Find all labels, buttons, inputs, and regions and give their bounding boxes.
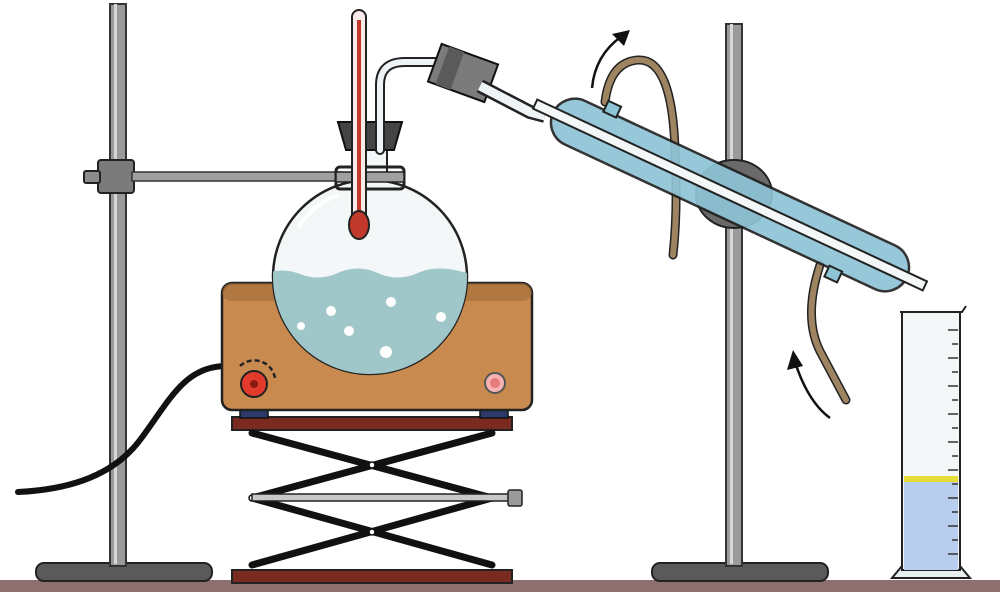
heater-knob [239, 359, 277, 398]
clamp-arm [131, 171, 343, 182]
retort-stand-left [35, 3, 343, 582]
stand-rod-right [725, 23, 743, 567]
arrow-icon-coolant-out [590, 34, 623, 89]
lab-jack [231, 416, 523, 584]
thermometer-fluid [357, 20, 361, 220]
jack-screw-rod [251, 493, 511, 502]
jack-screw-knob [507, 489, 523, 507]
distillate-meniscus [904, 476, 958, 482]
retort-stand-right [651, 23, 829, 582]
arrow-icon-coolant-in [793, 361, 831, 420]
flask-stopper [336, 121, 404, 151]
boss-screw [83, 170, 101, 184]
graduated-cylinder [889, 305, 973, 579]
flask-liquid [273, 268, 467, 374]
stand-rod-left [109, 3, 127, 567]
condenser-inner-tube [531, 98, 929, 292]
jack-top-plate [231, 416, 513, 431]
round-bottom-flask [271, 121, 469, 376]
liebig-condenser [531, 97, 929, 293]
jack-bottom-plate [231, 569, 513, 584]
power-cable [15, 362, 231, 495]
boiling-bubbles [297, 297, 446, 358]
boss-head [97, 159, 135, 194]
cylinder-scale [948, 329, 958, 555]
thermometer [348, 9, 370, 240]
